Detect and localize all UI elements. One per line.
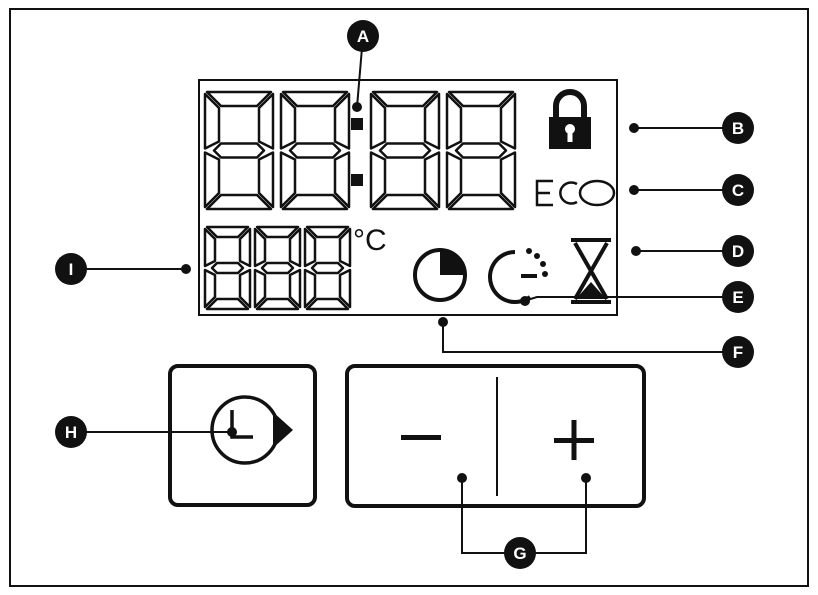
svg-text:A: A bbox=[357, 27, 369, 46]
clock-digit bbox=[279, 90, 351, 211]
svg-text:H: H bbox=[65, 423, 77, 442]
plus-icon bbox=[554, 420, 594, 460]
lock-icon bbox=[549, 89, 591, 149]
svg-text:G: G bbox=[513, 544, 526, 563]
callout-d: D bbox=[722, 235, 754, 267]
svg-text:E: E bbox=[732, 288, 743, 307]
clock-digit bbox=[203, 90, 275, 211]
callout-a: A bbox=[347, 20, 379, 52]
callout-e: E bbox=[722, 281, 754, 313]
hourglass-icon bbox=[571, 238, 611, 304]
clock-button[interactable] bbox=[168, 364, 317, 507]
svg-text:I: I bbox=[69, 260, 74, 279]
svg-text:D: D bbox=[732, 242, 744, 261]
plus-button[interactable] bbox=[499, 368, 642, 504]
callout-c: C bbox=[722, 174, 754, 206]
callout-g: G bbox=[504, 537, 536, 569]
clock-digit bbox=[369, 90, 441, 211]
callout-f: F bbox=[722, 336, 754, 368]
callout-i: I bbox=[55, 253, 87, 285]
degree-celsius-symbol: °C bbox=[353, 224, 387, 257]
svg-text:F: F bbox=[733, 343, 743, 362]
callout-h: H bbox=[55, 416, 87, 448]
eco-icon bbox=[535, 179, 616, 207]
clock-digit bbox=[445, 90, 517, 211]
svg-text:C: C bbox=[732, 181, 744, 200]
lcd-panel bbox=[198, 79, 618, 316]
temperature-digit bbox=[253, 225, 302, 311]
delay-start-icon bbox=[488, 248, 548, 304]
callout-b: B bbox=[722, 112, 754, 144]
timer-pie-icon bbox=[413, 248, 467, 302]
leader-dots bbox=[181, 102, 641, 483]
minus-icon bbox=[401, 435, 441, 440]
minus-button[interactable] bbox=[349, 368, 495, 504]
temperature-digits-display bbox=[203, 225, 352, 311]
svg-text:B: B bbox=[732, 119, 744, 138]
temperature-digit bbox=[203, 225, 252, 311]
clock-digits-display bbox=[203, 90, 517, 211]
clock-colon-bottom bbox=[351, 174, 363, 186]
outer-frame bbox=[9, 8, 809, 587]
clock-colon-top bbox=[351, 118, 363, 130]
adjust-buttons-panel bbox=[345, 364, 646, 508]
temperature-digit bbox=[303, 225, 352, 311]
